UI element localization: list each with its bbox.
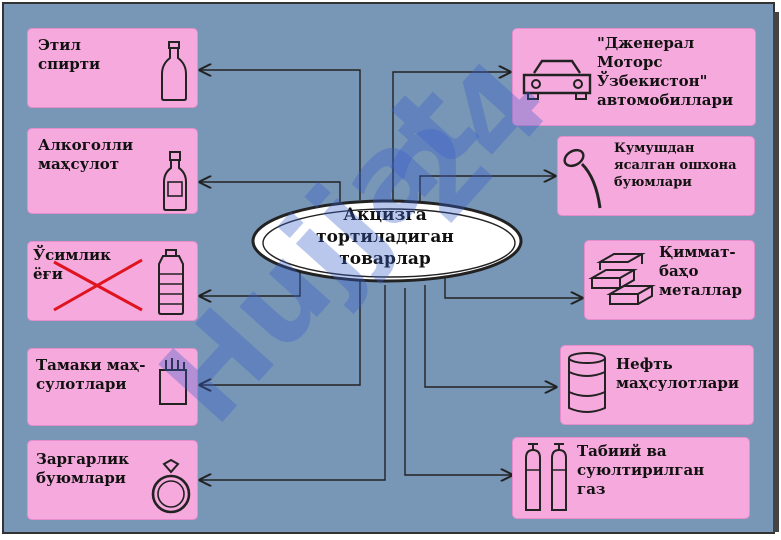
item-label-oil: Нефть маҳсулотлари	[616, 355, 740, 392]
car-icon	[522, 59, 592, 100]
connector-ethyl	[200, 70, 361, 200]
cigarette-pack-icon	[159, 358, 187, 405]
bottle-icon	[161, 41, 187, 101]
connector-jewelry	[200, 285, 386, 480]
item-box-tobacco	[27, 348, 198, 426]
center-label: Акцизга тортиладиган товарлар	[316, 205, 454, 269]
item-label-precious: Қиммат- баҳо металлар	[659, 243, 742, 299]
spoon-icon	[563, 148, 602, 209]
connector-silver	[419, 176, 555, 205]
gas-cylinders-icon	[525, 443, 567, 511]
oil-barrel-icon	[568, 352, 606, 413]
liquor-bottle-icon	[163, 151, 187, 211]
item-label-alcohol: Алкоголли маҳсулот	[38, 136, 134, 173]
gold-bars-icon	[588, 253, 656, 305]
item-label-silver: Кумушдан ясалган ошхона буюмлари	[614, 141, 737, 190]
connector-vegoil	[200, 265, 301, 296]
cross-mark-icon	[53, 258, 143, 312]
item-label-gm: "Дженерал Моторс Ўзбекистон" автомобилла…	[597, 34, 734, 109]
item-label-tobacco: Тамаки маҳ- сулотлари	[36, 356, 146, 393]
connector-oil	[424, 285, 556, 387]
oil-bottle-icon	[158, 249, 184, 315]
connector-precious	[444, 270, 582, 298]
connector-gm	[392, 72, 510, 200]
item-label-jewelry: Заргарлик буюмлари	[36, 450, 129, 487]
connector-alcohol	[200, 182, 341, 205]
connector-gas	[404, 288, 512, 475]
center-node	[251, 199, 523, 283]
item-label-vegoil: Ўсимлик ёғи	[33, 246, 111, 283]
item-box-alcohol	[27, 128, 198, 214]
ring-icon	[151, 458, 191, 514]
item-label-gas: Табиий ва суюлтирилган газ	[577, 442, 705, 498]
connector-tobacco	[200, 280, 361, 385]
item-box-precious	[584, 240, 755, 320]
item-box-gm	[512, 28, 756, 126]
item-label-ethyl: Этил спирти	[38, 36, 101, 73]
